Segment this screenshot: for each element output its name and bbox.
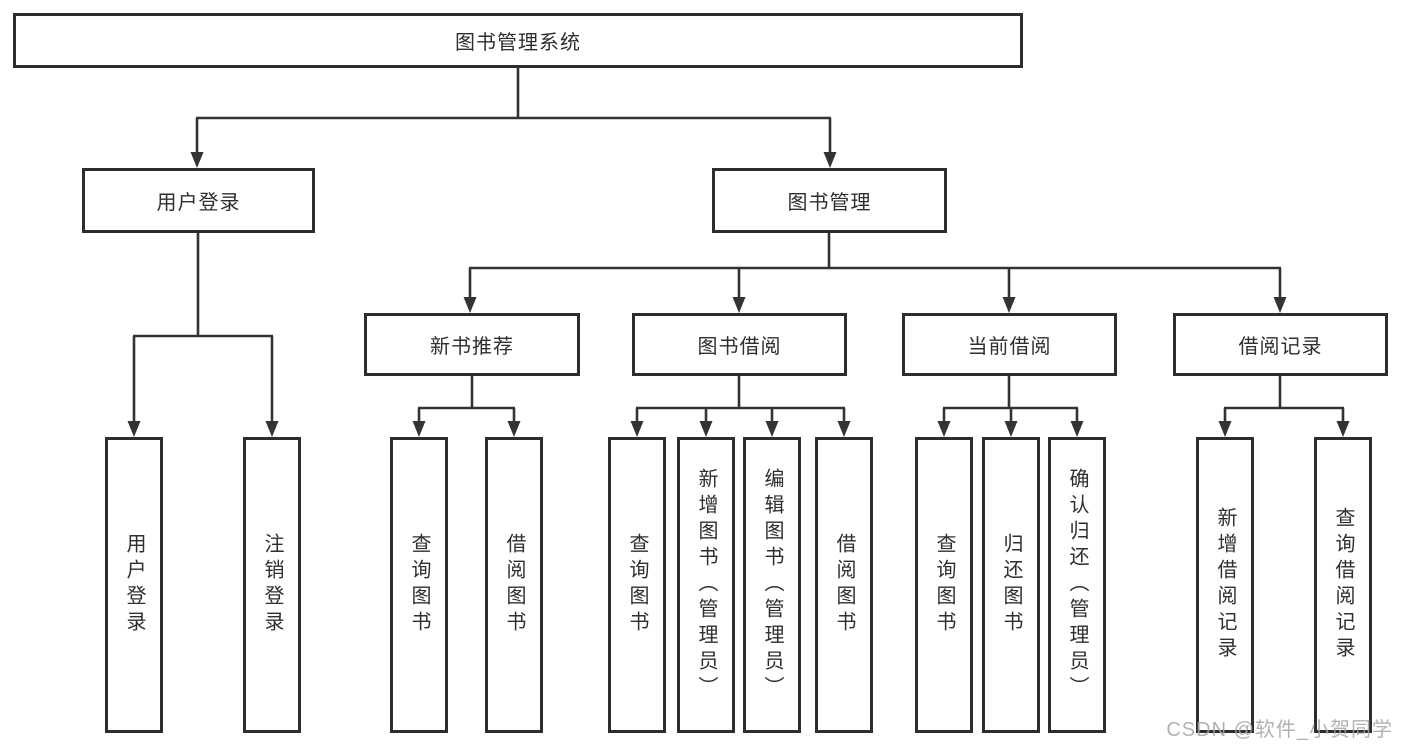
leaf-add-borrow-record: 新增借阅记录 (1196, 437, 1254, 733)
connector-borrow-records-to-leaves (1218, 376, 1350, 437)
connector-new-books-to-leaves (412, 376, 521, 437)
leaf-logout: 注销登录 (243, 437, 301, 733)
arrowhead-down-icon (507, 421, 521, 437)
node-label: 编辑图书（管理员） (761, 468, 783, 702)
arrowhead-down-icon (732, 297, 746, 313)
leaf-user-login: 用户登录 (105, 437, 163, 733)
arrowhead-down-icon (265, 421, 279, 437)
arrowhead-down-icon (1004, 421, 1018, 437)
leaf-borrow-books-1: 借阅图书 (485, 437, 543, 733)
node-book-management: 图书管理 (712, 168, 947, 233)
arrowhead-down-icon (1002, 297, 1016, 313)
node-label: 借阅图书 (833, 533, 855, 637)
leaf-query-books-1: 查询图书 (390, 437, 448, 733)
arrowhead-down-icon (412, 421, 426, 437)
arrowhead-down-icon (630, 421, 644, 437)
node-label: 查询图书 (626, 533, 648, 637)
leaf-query-borrow-record: 查询借阅记录 (1314, 437, 1372, 733)
node-label: 注销登录 (261, 533, 283, 637)
node-book-borrow: 图书借阅 (632, 313, 847, 376)
node-label: 借阅记录 (1238, 336, 1323, 358)
node-label: 查询图书 (408, 533, 430, 637)
leaf-return-books: 归还图书 (982, 437, 1040, 733)
connector-book-mgmt-to-level3 (463, 232, 1287, 313)
arrowhead-down-icon (1070, 421, 1084, 437)
arrowhead-down-icon (937, 421, 951, 437)
arrowhead-down-icon (127, 421, 141, 437)
node-label: 图书管理系统 (455, 32, 581, 54)
connector-current-borrow-to-leaves (937, 376, 1084, 437)
leaf-confirm-return-admin: 确认归还（管理员） (1048, 437, 1106, 733)
arrowhead-down-icon (1273, 297, 1287, 313)
node-label: 新书推荐 (430, 336, 514, 358)
arrowhead-down-icon (190, 152, 204, 168)
node-current-borrow: 当前借阅 (902, 313, 1117, 376)
arrowhead-down-icon (765, 421, 779, 437)
node-label: 当前借阅 (967, 336, 1052, 358)
leaf-borrow-books-2: 借阅图书 (815, 437, 873, 733)
arrowhead-down-icon (463, 297, 477, 313)
node-label: 确认归还（管理员） (1066, 468, 1088, 702)
node-user-login: 用户登录 (82, 168, 315, 233)
node-label: 用户登录 (123, 533, 145, 637)
connector-root-to-level2 (190, 68, 837, 168)
node-label: 图书借阅 (697, 336, 782, 358)
node-label: 新增图书（管理员） (695, 468, 717, 702)
node-label: 查询借阅记录 (1332, 507, 1354, 663)
leaf-query-books-2: 查询图书 (608, 437, 666, 733)
leaf-edit-books-admin: 编辑图书（管理员） (743, 437, 801, 733)
leaf-add-books-admin: 新增图书（管理员） (677, 437, 735, 733)
node-label: 归还图书 (1000, 533, 1022, 637)
arrowhead-down-icon (1218, 421, 1232, 437)
arrowhead-down-icon (823, 152, 837, 168)
node-label: 借阅图书 (503, 533, 525, 637)
node-borrow-records: 借阅记录 (1173, 313, 1388, 376)
node-label: 用户登录 (156, 192, 241, 214)
node-label: 图书管理 (787, 192, 872, 214)
arrowhead-down-icon (1336, 421, 1350, 437)
node-new-book-recommend: 新书推荐 (364, 313, 580, 376)
leaf-query-books-3: 查询图书 (915, 437, 973, 733)
node-label: 新增借阅记录 (1214, 507, 1236, 663)
connector-user-login-to-leaves (127, 233, 279, 437)
node-label: 查询图书 (933, 533, 955, 637)
arrowhead-down-icon (699, 421, 713, 437)
connector-book-borrow-to-leaves (630, 376, 851, 437)
node-library-system: 图书管理系统 (13, 13, 1023, 68)
arrowhead-down-icon (837, 421, 851, 437)
